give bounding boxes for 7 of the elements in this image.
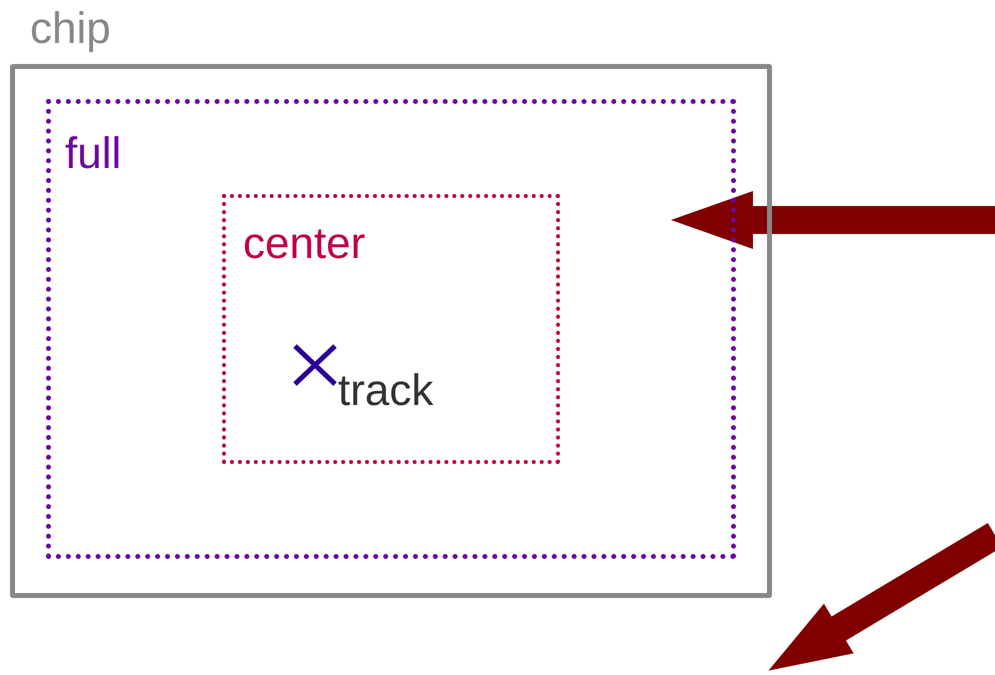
region-label: full — [65, 132, 122, 176]
point-label: track — [338, 369, 434, 413]
arrow — [671, 191, 995, 249]
region-label: center — [243, 222, 366, 266]
region-outline — [46, 99, 736, 559]
region-outline — [222, 194, 560, 464]
region-label: chip — [30, 7, 111, 51]
